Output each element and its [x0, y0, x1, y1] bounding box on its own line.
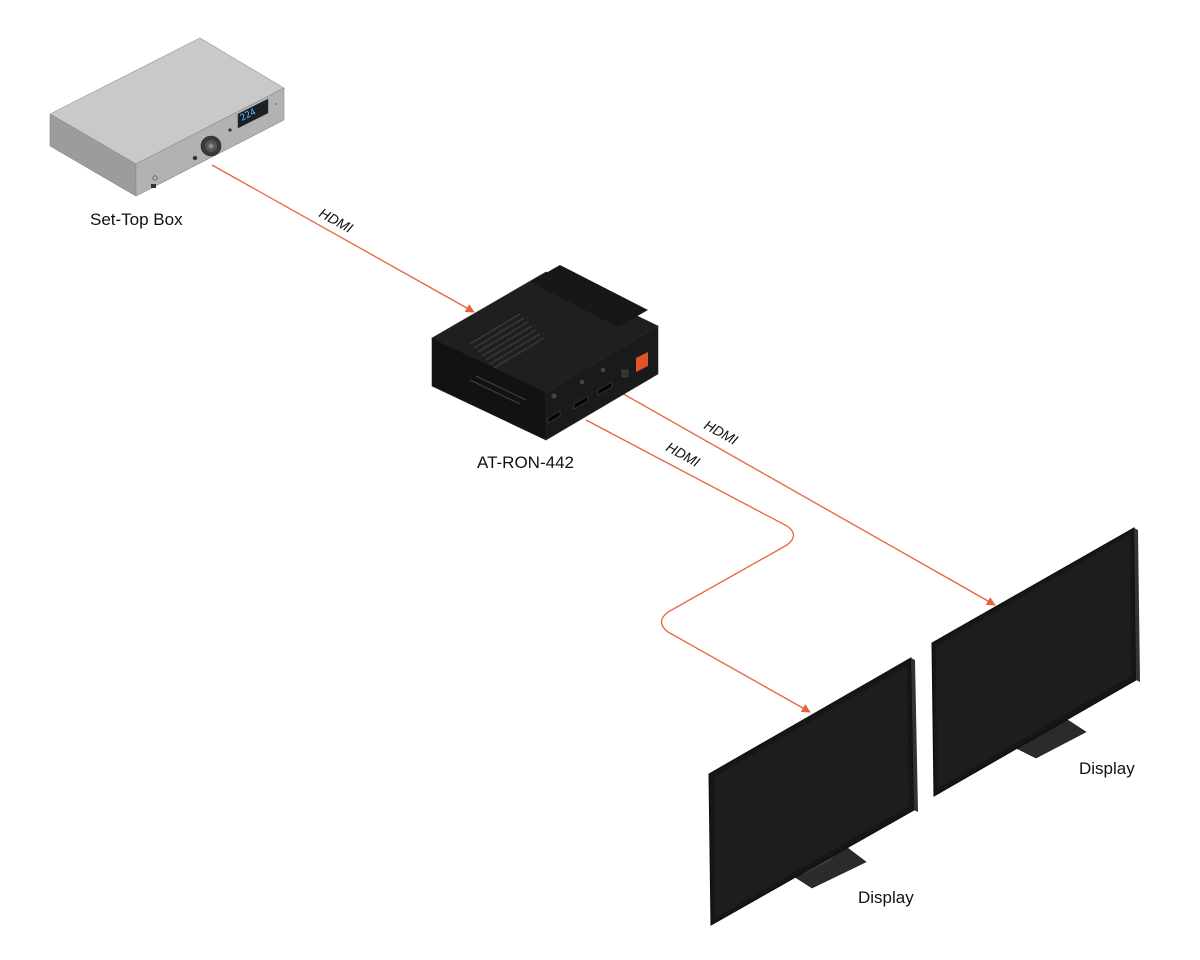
- display-left-label: Display: [858, 888, 914, 907]
- display-left[interactable]: [708, 657, 918, 926]
- stb-button-icon: [228, 128, 232, 132]
- extender-led-icon-2: [579, 379, 585, 385]
- set-top-box-label: Set-Top Box: [90, 210, 183, 229]
- stb-power-icon: [152, 175, 158, 181]
- cable-extender-to-display-right: [619, 391, 996, 606]
- stb-knob-icon: [200, 135, 222, 157]
- set-top-box[interactable]: 224: [49, 37, 285, 197]
- cable-label-extender-to-display-left: HDMI: [664, 439, 703, 470]
- extender-label: AT-RON-442: [477, 453, 574, 472]
- power-connector-icon: [636, 352, 648, 372]
- extender-vent-icon: [469, 313, 545, 405]
- cable-extender-to-display-left: [585, 419, 811, 713]
- extender-usb-port-icon: [621, 369, 629, 378]
- stb-led-icon: [274, 102, 278, 106]
- cable-stb-to-extender: [211, 164, 475, 313]
- extender-device[interactable]: [431, 265, 659, 441]
- cables: [211, 164, 996, 713]
- display-right-label: Display: [1079, 759, 1135, 778]
- stb-usb-port-icon: [151, 184, 156, 188]
- cable-label-extender-to-display-right: HDMI: [702, 417, 741, 448]
- extender-led-icon: [551, 393, 557, 399]
- extender-hdmi-ports: [547, 381, 613, 424]
- extender-led-icon-3: [600, 367, 606, 373]
- cable-label-stb-to-extender: HDMI: [317, 205, 356, 236]
- stb-headphone-jack-icon: [192, 155, 198, 161]
- display-right[interactable]: [931, 527, 1140, 797]
